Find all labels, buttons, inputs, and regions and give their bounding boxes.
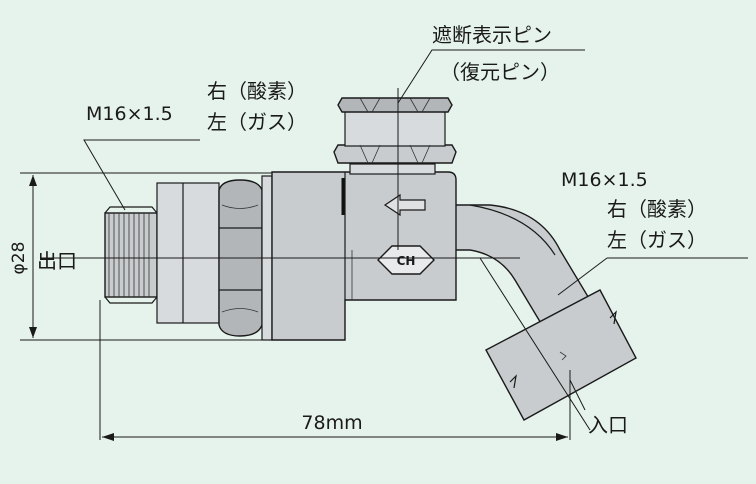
inlet-centerline [479,257,591,431]
outlet-label: 出口 [37,249,77,273]
diameter-label: φ28 [9,242,29,275]
outlet-shoulder [156,182,220,324]
ch-mark-text: CH [397,254,416,268]
length-label: 78mm [301,412,362,434]
inlet-thread-label: M16×1.5 [561,169,648,191]
inlet-nut [485,289,637,421]
outlet-thread [104,206,158,304]
outlet-leader-line [83,139,200,211]
inlet-right-label: 右（酸素） [607,197,707,221]
pin-label-line1: 遮断表示ピン [432,23,552,47]
outlet-left-label: 左（ガス） [207,110,307,134]
inlet-label-leader [569,379,586,411]
diameter-dimension [20,172,272,341]
pin-label-line2: （復元ピン） [440,60,560,84]
outlet-right-label: 右（酸素） [207,79,307,103]
valve-body [271,171,457,341]
length-dimension [102,433,568,441]
outlet-thread-label: M16×1.5 [86,103,173,125]
pin-leader-line [397,49,585,104]
inlet-label: 入口 [588,413,628,437]
indicator-pin-housing [333,97,457,175]
flow-arrow-icon [383,193,426,217]
inlet-left-label: 左（ガス） [607,228,707,252]
inlet-center-mark [559,351,567,361]
